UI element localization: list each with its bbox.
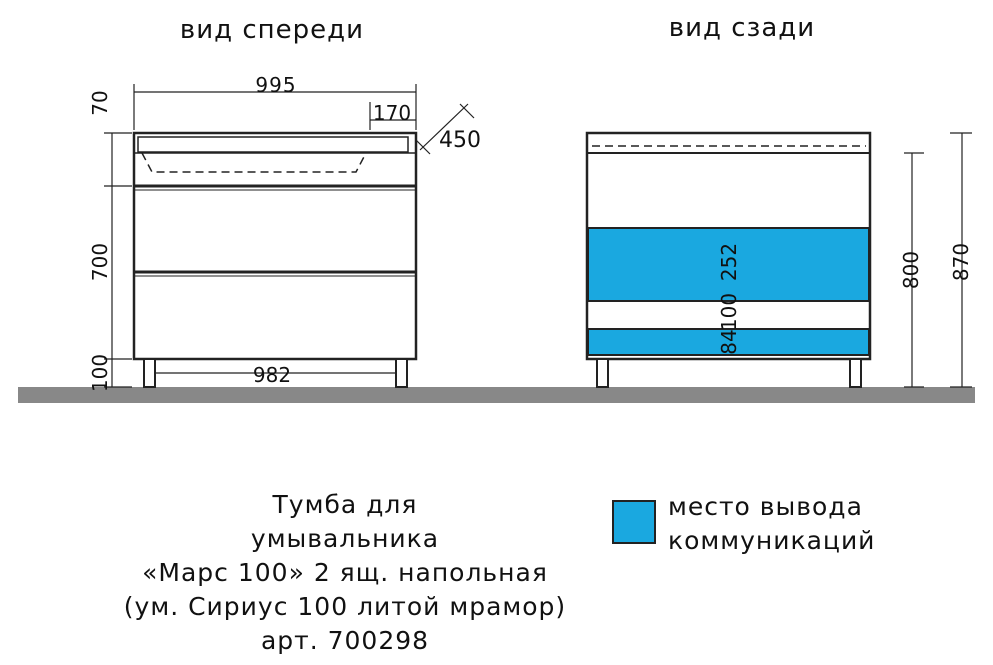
communication-zone-upper — [587, 227, 870, 302]
legend-line-2: коммуникаций — [668, 526, 876, 555]
legend-text: место вывода коммуникаций — [668, 490, 875, 558]
front-view — [132, 131, 418, 388]
dim-leg-height: 100 — [88, 354, 112, 392]
back-left-leg — [596, 358, 609, 388]
caption-line-2: умывальника — [250, 524, 440, 553]
front-cabinet-body — [132, 131, 418, 361]
dim-zone-upper: 252 — [717, 243, 741, 281]
dim-depth-offset: 170 — [373, 101, 411, 125]
caption-line-4: (ум. Сириус 100 литой мрамор) — [123, 592, 567, 621]
dim-zone-mid: 100 — [717, 293, 741, 331]
legend-line-1: место вывода — [668, 492, 863, 521]
front-dimensions — [104, 84, 475, 388]
front-view-title: вид спереди — [180, 15, 364, 45]
dim-back-height: 800 — [899, 251, 923, 289]
dim-width-bottom: 982 — [253, 363, 291, 387]
caption-line-1: Тумба для — [272, 490, 418, 519]
legend-swatch — [612, 500, 656, 544]
communication-zone-lower — [587, 328, 870, 356]
dim-zone-lower: 84 — [717, 329, 741, 354]
front-left-leg — [143, 358, 156, 388]
basin-bowl-hidden-line — [141, 152, 367, 173]
dim-top-height: 70 — [88, 90, 112, 115]
floor — [18, 387, 975, 403]
front-right-leg — [395, 358, 408, 388]
back-view — [585, 131, 872, 388]
back-dimensions — [904, 132, 972, 388]
dim-width-top: 995 — [255, 73, 296, 97]
front-basin-top — [137, 136, 409, 153]
product-caption: Тумба для умывальника «Марс 100» 2 ящ. н… — [100, 488, 590, 658]
caption-line-5: арт. 700298 — [260, 626, 430, 655]
dim-depth: 450 — [439, 128, 481, 153]
back-view-title: вид сзади — [669, 13, 815, 43]
dim-body-height: 700 — [88, 243, 112, 281]
caption-line-3: «Марс 100» 2 ящ. напольная — [142, 558, 548, 587]
dim-total-height: 870 — [949, 243, 973, 281]
back-right-leg — [849, 358, 862, 388]
